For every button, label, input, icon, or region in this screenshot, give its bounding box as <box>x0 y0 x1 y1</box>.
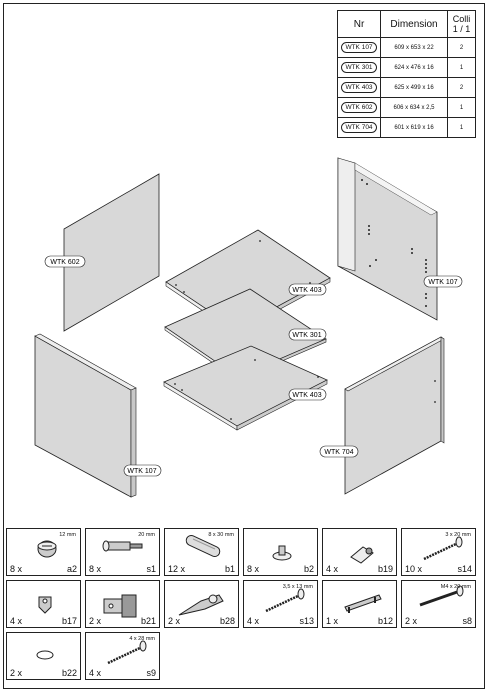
label-left-side-panel: WTK 107 <box>127 468 156 475</box>
hardware-code: a2 <box>66 564 77 574</box>
part-code: WTK 403 <box>341 82 377 93</box>
washer-icon <box>36 650 54 660</box>
shelf-pin-icon <box>272 545 292 561</box>
hardware-quantity: 4 x <box>89 668 102 678</box>
hardware-quantity: 2 x <box>168 616 181 626</box>
hardware-item: 4 x 28 mm 4 x s9 <box>85 632 160 680</box>
part-code: WTK 107 <box>341 42 377 53</box>
part-code-cell: WTK 301 <box>337 57 381 78</box>
label-door-panel: WTK 704 <box>324 449 353 456</box>
machine-screw-icon <box>419 585 464 607</box>
hardware-code: b2 <box>303 564 314 574</box>
hardware-quantity: 1 x <box>326 616 339 626</box>
hardware-code: b21 <box>140 616 156 626</box>
label-top-shelf: WTK 403 <box>292 287 321 294</box>
hardware-item: 2 x b21 <box>85 580 160 628</box>
hardware-code: s9 <box>146 668 156 678</box>
hardware-quantity: 4 x <box>10 616 23 626</box>
header-colli-label: Colli <box>452 14 471 24</box>
shelf-support-icon <box>38 596 52 614</box>
right-side-panel: WTK 107 <box>337 157 463 321</box>
hardware-code: s8 <box>462 616 472 626</box>
hardware-item: 3,5 x 13 mm 4 x s13 <box>243 580 318 628</box>
hardware-code: s13 <box>299 616 314 626</box>
hardware-item: 2 x b28 <box>164 580 239 628</box>
side-panel-holes <box>361 179 427 307</box>
header-colli: Colli 1 / 1 <box>447 10 476 38</box>
hardware-size: 3,5 x 13 mm <box>282 584 313 590</box>
exploded-assembly-drawing: WTK 602 WTK 107 WTK 403 WTK 301 <box>34 157 463 498</box>
connector-block-icon <box>350 546 374 564</box>
part-code: WTK 301 <box>341 62 377 73</box>
hardware-code: b17 <box>61 616 77 626</box>
label-right-side-panel: WTK 107 <box>428 279 457 286</box>
hardware-size: M4 x 20 mm <box>440 584 471 590</box>
hardware-item: 20 mm 8 x s1 <box>85 528 160 576</box>
hardware-quantity: 12 x <box>168 564 186 574</box>
back-panel: WTK 602 <box>44 173 160 332</box>
label-middle-shelf: WTK 301 <box>292 332 321 339</box>
hardware-quantity: 2 x <box>89 616 102 626</box>
hardware-size: 20 mm <box>138 532 155 538</box>
hardware-size: 8 x 30 mm <box>208 532 234 538</box>
hardware-quantity: 4 x <box>326 564 339 574</box>
instruction-page <box>3 3 485 689</box>
hardware-code: b19 <box>377 564 393 574</box>
bottom-shelf: WTK 403 <box>163 345 328 431</box>
door-panel: WTK 704 <box>319 336 445 495</box>
hardware-item: 2 x b22 <box>6 632 81 680</box>
hardware-quantity: 2 x <box>10 668 23 678</box>
hardware-item: 8 x b2 <box>243 528 318 576</box>
part-code: WTK 602 <box>341 102 377 113</box>
hardware-item: 1 x b12 <box>322 580 397 628</box>
hardware-size: 4 x 28 mm <box>129 636 155 642</box>
hardware-code: b22 <box>61 668 77 678</box>
hinge-plate-icon <box>103 594 137 618</box>
wooden-dowel-icon <box>185 535 221 557</box>
hardware-item: 4 x b19 <box>322 528 397 576</box>
screw-icon <box>265 588 305 613</box>
part-quantity: 1 <box>447 117 476 138</box>
hardware-code: s14 <box>457 564 472 574</box>
hardware-size: 3 x 20 mm <box>445 532 471 538</box>
handle-icon <box>344 594 382 613</box>
cam-bolt-icon <box>102 540 143 552</box>
hardware-code: b28 <box>219 616 235 626</box>
hardware-item: 8 x 30 mm 12 x b1 <box>164 528 239 576</box>
screw-icon <box>107 640 147 665</box>
hardware-code: s1 <box>146 564 156 574</box>
part-quantity: 2 <box>447 77 476 98</box>
hardware-item: M4 x 20 mm 2 x s8 <box>401 580 476 628</box>
screw-icon <box>423 536 463 561</box>
hardware-grid: 12 mm 8 x a2 20 mm 8 x s1 8 x 30 mm 12 x b1 8 x b2… <box>6 528 482 682</box>
label-bottom-shelf: WTK 403 <box>292 392 321 399</box>
cam-lock-icon <box>37 540 57 558</box>
hardware-item: 4 x b17 <box>6 580 81 628</box>
hardware-size: 12 mm <box>59 532 76 538</box>
header-dimension: Dimension <box>380 10 448 38</box>
left-side-panel: WTK 107 <box>34 333 162 498</box>
hardware-quantity: 10 x <box>405 564 423 574</box>
hardware-quantity: 4 x <box>247 616 260 626</box>
hardware-quantity: 2 x <box>405 616 418 626</box>
hardware-item: 3 x 20 mm 10 x s14 <box>401 528 476 576</box>
hardware-quantity: 8 x <box>89 564 102 574</box>
hinge-icon <box>178 594 224 616</box>
hardware-code: b1 <box>224 564 235 574</box>
hardware-code: b12 <box>377 616 393 626</box>
hardware-quantity: 8 x <box>10 564 23 574</box>
header-colli-count: 1 / 1 <box>452 24 471 34</box>
hardware-item: 12 mm 8 x a2 <box>6 528 81 576</box>
label-back-panel: WTK 602 <box>50 259 79 266</box>
part-code: WTK 704 <box>341 122 377 133</box>
hardware-quantity: 8 x <box>247 564 260 574</box>
part-code-cell: WTK 704 <box>337 117 381 138</box>
